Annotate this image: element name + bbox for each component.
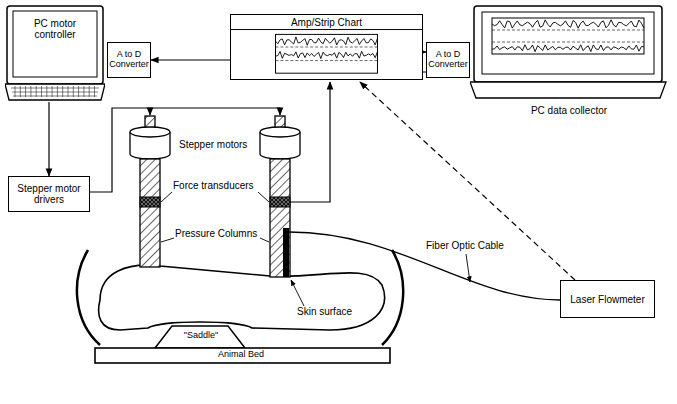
process-box: A to D Converter — [107, 42, 151, 78]
saddle — [155, 326, 245, 348]
node-label: Laser Flowmeter — [568, 294, 646, 305]
computer: PC motor controller — [5, 4, 105, 102]
node-label: A to D Converter — [107, 50, 151, 70]
node-label: Stepper motor drivers — [9, 183, 89, 205]
process-box: Laser Flowmeter — [560, 280, 655, 318]
callout-label: Skin surface — [296, 306, 353, 317]
fiber-probe — [283, 228, 289, 277]
animal-bed — [95, 348, 390, 363]
node-label: PC motor controller — [15, 18, 95, 40]
computer: PC data collector — [470, 4, 668, 122]
force-transducer — [270, 197, 290, 207]
fiber-optic-cable — [289, 232, 560, 300]
pressure-column — [140, 159, 160, 267]
laptop-drawing — [470, 4, 668, 122]
motor-wire — [149, 108, 150, 115]
leader-line — [161, 192, 470, 306]
node-label: A to D Converter — [426, 50, 470, 70]
callout-label: Pressure Columns — [174, 228, 258, 239]
callout-label: Force transducers — [172, 180, 255, 191]
motor-wire — [90, 108, 280, 192]
connector — [151, 59, 230, 60]
callout-label: Stepper motors — [178, 139, 248, 150]
connector — [48, 102, 49, 176]
amplifier-box: Amp/Strip Chart — [230, 14, 423, 80]
restraint-bracket — [77, 250, 100, 345]
stepper-motor — [130, 116, 170, 159]
force-wire — [290, 82, 330, 202]
part-label: "Saddle" — [170, 331, 232, 341]
stepper-motor — [260, 116, 300, 159]
force-transducer — [140, 197, 160, 207]
process-box: Stepper motor drivers — [8, 176, 90, 212]
part-label: Animal Bed — [200, 350, 282, 360]
node-label: Amp/Strip Chart — [231, 17, 422, 28]
node-label: PC data collector — [470, 105, 668, 116]
process-box: A to D Converter — [426, 42, 470, 78]
pressure-column — [270, 159, 290, 277]
animal-body — [99, 265, 385, 330]
callout-label: Fiber Optic Cable — [425, 240, 505, 251]
